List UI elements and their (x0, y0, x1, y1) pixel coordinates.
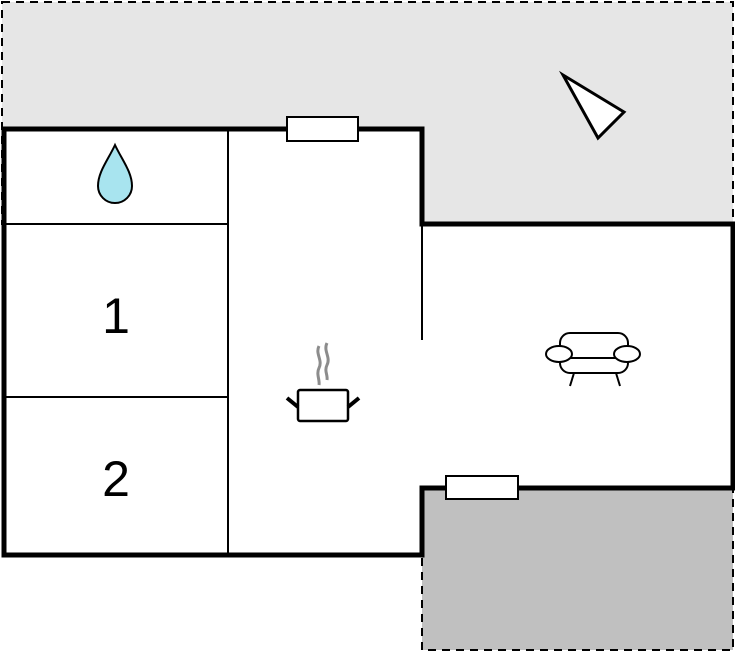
compass-north-icon (558, 70, 627, 141)
sofa-icon (545, 332, 641, 387)
terrace-bottom (421, 487, 734, 651)
house-outline (1, 126, 735, 558)
window (286, 116, 359, 142)
water-drop-icon (96, 142, 134, 204)
room-label-1: 1 (102, 288, 130, 344)
window (445, 475, 519, 500)
cooking-pot-icon (285, 342, 361, 423)
room-label-2: 2 (102, 451, 130, 507)
